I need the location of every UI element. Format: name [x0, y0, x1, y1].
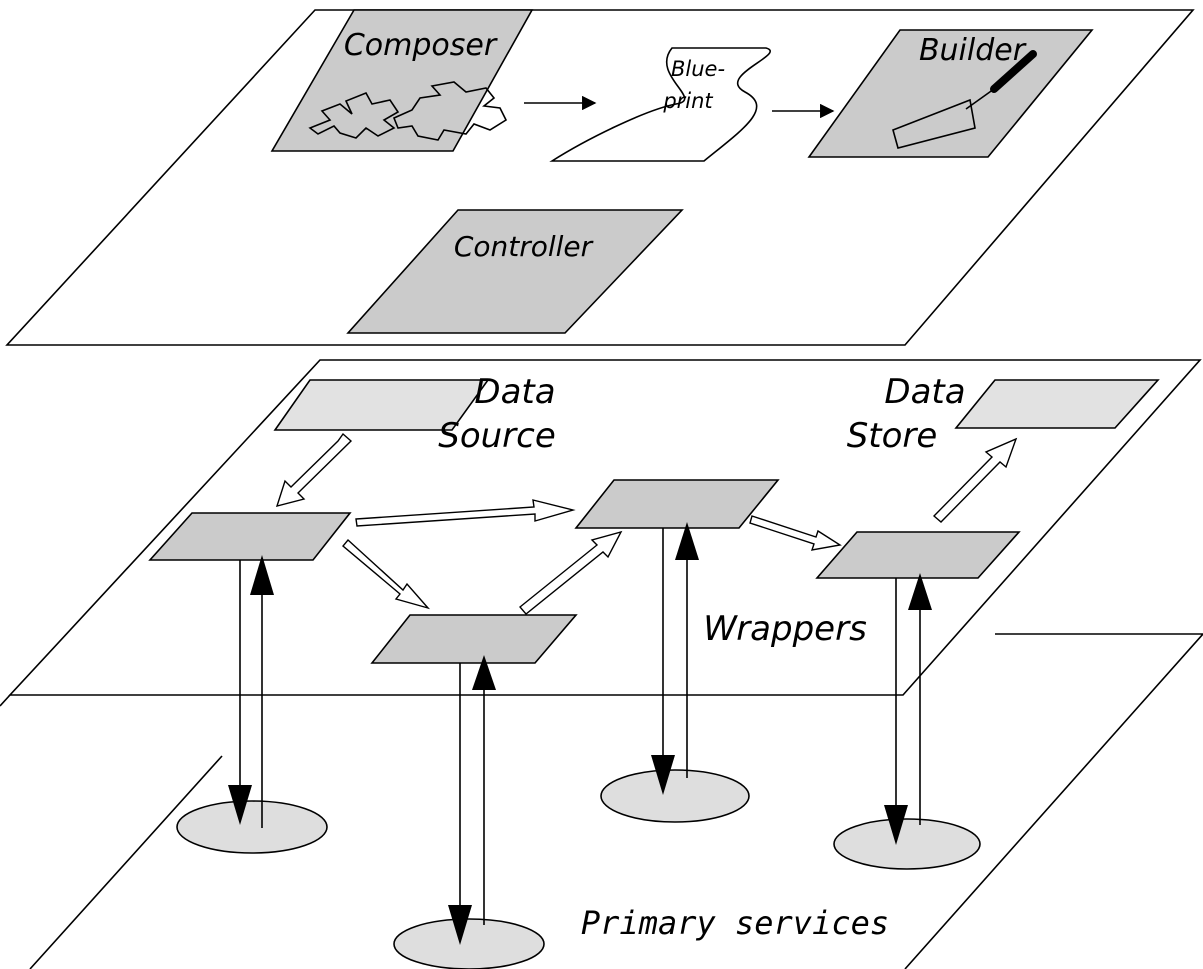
wrappers-label: Wrappers: [703, 609, 867, 649]
puzzle-pieces-icon: [308, 81, 508, 141]
wrapper-box-3: [574, 479, 780, 529]
data-store-label-line1: Data: [884, 372, 965, 412]
wrapper-box-4: [815, 531, 1021, 579]
up-arrowhead-2: [472, 655, 496, 690]
blueprint-label-line2: print: [662, 89, 713, 113]
wrappers-plane-left-lower-edge: [0, 694, 11, 707]
primary-services-layer: [29, 633, 1203, 969]
flow-arrow-box2-to-box3: [518, 530, 623, 615]
wrapper-box-1: [148, 512, 352, 561]
data-store-tile: [954, 379, 1160, 429]
down-arrowhead-1: [228, 785, 252, 825]
builder-label: Builder: [919, 33, 1027, 68]
control-layer: Composer Blue- print Builder Controller: [5, 9, 1195, 346]
flow-arrow-box4-to-store: [932, 437, 1018, 523]
flow-arrow-source-to-box1: [275, 432, 353, 507]
composer-label: Composer: [344, 28, 498, 63]
flow-arrow-box1-to-box3: [355, 499, 576, 527]
flow-arrow-box3-to-box4: [749, 515, 842, 551]
primary-services-plane-left-edge: [29, 755, 223, 969]
data-store-label-line2: Store: [847, 416, 938, 456]
blueprint-block: Blue- print: [549, 47, 771, 162]
trowel-icon: [892, 50, 1037, 149]
builder-block: Builder: [807, 29, 1094, 158]
primary-service-4: [833, 818, 981, 870]
wrapper-box-2: [370, 614, 578, 664]
data-source-label-line1: Data: [474, 372, 555, 412]
primary-service-3: [600, 769, 750, 823]
primary-services-plane-right-edge: [904, 633, 1203, 969]
blueprint-label-line1: Blue-: [671, 57, 725, 81]
data-source-tile: [273, 379, 490, 431]
up-arrowhead-1: [250, 555, 274, 595]
flow-arrow-box1-to-box2: [342, 538, 431, 610]
composer-block: Composer: [270, 9, 534, 152]
controller-block: Controller: [346, 209, 684, 334]
primary-services-label: Primary services: [581, 904, 889, 942]
primary-services: [176, 769, 981, 969]
up-arrowhead-3: [675, 522, 699, 560]
primary-service-2: [393, 918, 545, 969]
up-arrowhead-4: [908, 573, 932, 610]
down-arrowhead-4: [884, 805, 908, 845]
vertical-arrows: [228, 522, 932, 945]
controller-tile: [346, 209, 684, 334]
wrappers-layer: Data Source Data Store Wrappers: [0, 359, 1202, 707]
down-arrowhead-3: [651, 755, 675, 795]
composer-tile: [270, 9, 534, 152]
controller-label: Controller: [454, 230, 594, 263]
blueprint-sheet: [549, 47, 771, 162]
data-source-label-line2: Source: [438, 416, 556, 456]
down-arrowhead-2: [448, 905, 472, 945]
primary-service-1: [176, 800, 328, 854]
